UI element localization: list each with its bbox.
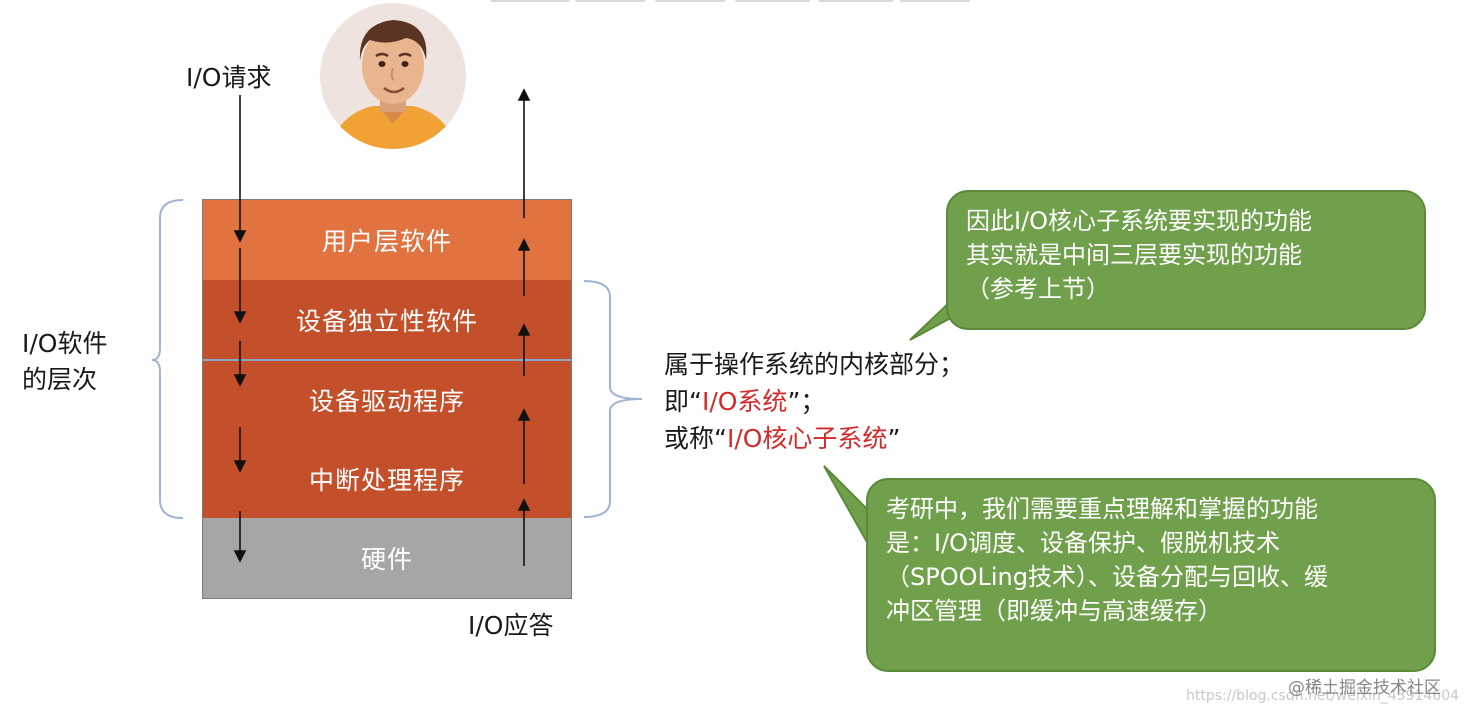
request-arrows bbox=[233, 95, 247, 563]
io-system-term: I/O系统 bbox=[701, 387, 788, 416]
top-decor-bar bbox=[575, 0, 645, 2]
callout-bottom-line: 冲区管理（即缓冲与高速缓存） bbox=[886, 597, 1222, 625]
csdn-watermark: https://blog.csdn.net/weixin_43914604 bbox=[1186, 688, 1460, 704]
layer-user-software: 用户层软件 bbox=[203, 200, 571, 280]
callout-top-line: 其实就是中间三层要实现的功能 bbox=[966, 241, 1302, 269]
kernel-layers-brace bbox=[583, 280, 643, 518]
io-core-subsystem-term: I/O核心子系统 bbox=[726, 424, 888, 453]
kernel-line-2-prefix: 即“ bbox=[664, 387, 702, 416]
top-decor-bar bbox=[655, 0, 725, 2]
top-decor-bar bbox=[490, 0, 570, 2]
response-arrows bbox=[517, 88, 531, 566]
kernel-line-3: 或称“I/O核心子系统” bbox=[664, 420, 964, 457]
top-decor-bar bbox=[735, 0, 810, 2]
top-decor-bar bbox=[900, 0, 970, 2]
community-watermark: @稀土掘金技术社区 bbox=[1288, 678, 1441, 698]
callout-top-line: （参考上节） bbox=[966, 275, 1110, 303]
layer-divider bbox=[203, 359, 571, 361]
layer-hardware: 硬件 bbox=[203, 518, 571, 598]
callout-bottom-line: （SPOOLing技术）、设备分配与回收、缓 bbox=[886, 563, 1328, 591]
kernel-line-3-suffix: ” bbox=[887, 424, 901, 453]
top-decor-bar bbox=[818, 0, 893, 2]
callout-top-line: 因此I/O核心子系统要实现的功能 bbox=[966, 207, 1313, 235]
callout-bottom: 考研中，我们需要重点理解和掌握的功能 是：I/O调度、设备保护、假脱机技术 （S… bbox=[866, 478, 1436, 672]
kernel-line-2-suffix: ”； bbox=[787, 387, 826, 416]
kernel-description: 属于操作系统的内核部分； 即“I/O系统”； 或称“I/O核心子系统” bbox=[664, 346, 964, 457]
kernel-line-1: 属于操作系统的内核部分； bbox=[664, 350, 965, 379]
layer-device-driver: 设备驱动程序 bbox=[203, 361, 571, 439]
layer-stack-frame bbox=[202, 199, 572, 599]
io-response-label: I/O应答 bbox=[468, 611, 554, 640]
user-avatar-icon bbox=[320, 3, 466, 149]
software-levels-brace bbox=[151, 199, 184, 519]
software-levels-label-line1: I/O软件 bbox=[22, 329, 108, 358]
software-levels-label: I/O软件 的层次 bbox=[22, 326, 107, 398]
callout-bottom-line: 考研中，我们需要重点理解和掌握的功能 bbox=[886, 495, 1318, 523]
kernel-line-3-prefix: 或称“ bbox=[664, 424, 727, 453]
io-request-label: I/O请求 bbox=[186, 63, 272, 92]
layer-interrupt-handler: 中断处理程序 bbox=[203, 439, 571, 518]
layer-device-independent-software: 设备独立性软件 bbox=[203, 280, 571, 360]
software-levels-label-line2: 的层次 bbox=[22, 365, 98, 394]
callout-bottom-line: 是：I/O调度、设备保护、假脱机技术 bbox=[886, 529, 1281, 557]
kernel-line-2: 即“I/O系统”； bbox=[664, 383, 964, 420]
callout-top: 因此I/O核心子系统要实现的功能 其实就是中间三层要实现的功能 （参考上节） bbox=[946, 190, 1426, 330]
